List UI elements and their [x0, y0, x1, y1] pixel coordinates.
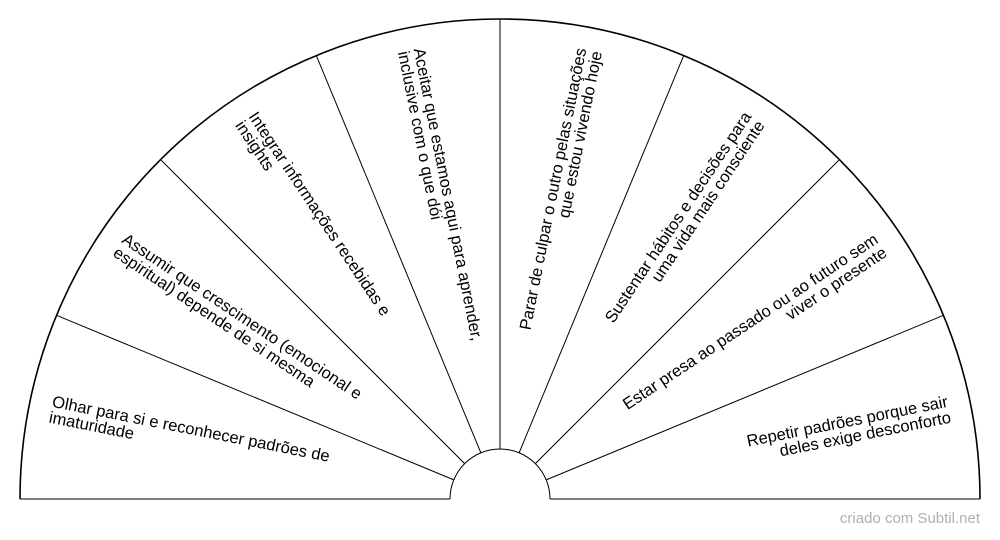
sector-label-line: espiritual) depende de si mesma: [110, 244, 319, 392]
sector-1[interactable]: Olhar para si e reconhecer padrões deima…: [47, 393, 331, 481]
inner-arc: [449, 448, 551, 500]
sector-divider: [160, 159, 465, 464]
sector-3[interactable]: Integrar informações recebidas einsights: [231, 109, 393, 328]
sector-label: Sustentar hábitos e decisões parauma vid…: [602, 108, 769, 335]
sector-divider: [535, 159, 840, 464]
sector-label: Assumir que crescimento (emocional eespi…: [110, 230, 365, 416]
watermark: criado com Subtil.net: [839, 510, 980, 527]
sector-label-line: Sustentar hábitos e decisões para: [602, 108, 756, 326]
sector-6[interactable]: Sustentar hábitos e decisões parauma vid…: [602, 108, 769, 335]
sector-label-line: Integrar informações recebidas e: [245, 109, 394, 320]
sector-label: Repetir padrões porque sairdeles exige d…: [745, 393, 953, 466]
sector-divider: [518, 55, 685, 453]
sector-divider: [315, 55, 482, 453]
sector-label-line: Aceitar que estamos aqui para aprender,: [410, 46, 486, 342]
sector-dividers: [56, 19, 944, 481]
sector-label: Olhar para si e reconhecer padrões deima…: [47, 393, 331, 481]
sector-label: Integrar informações recebidas einsights: [231, 109, 393, 328]
sector-5[interactable]: Parar de culpar o outro pelas situaçõesq…: [517, 46, 606, 334]
sector-label-line: Parar de culpar o outro pelas situações: [517, 46, 591, 331]
sector-label-line: uma vida mais consciente: [648, 118, 768, 286]
sector-4[interactable]: Aceitar que estamos aqui para aprender,i…: [394, 46, 486, 345]
sector-label-line: Assumir que crescimento (emocional e: [119, 230, 365, 403]
sector-label: Parar de culpar o outro pelas situaçõesq…: [517, 46, 606, 334]
sector-2[interactable]: Assumir que crescimento (emocional eespi…: [110, 230, 365, 416]
sector-label: Aceitar que estamos aqui para aprender,i…: [394, 46, 486, 345]
sector-divider: [56, 314, 454, 481]
sector-divider: [546, 314, 944, 481]
sector-8[interactable]: Repetir padrões porque sairdeles exige d…: [745, 393, 953, 466]
